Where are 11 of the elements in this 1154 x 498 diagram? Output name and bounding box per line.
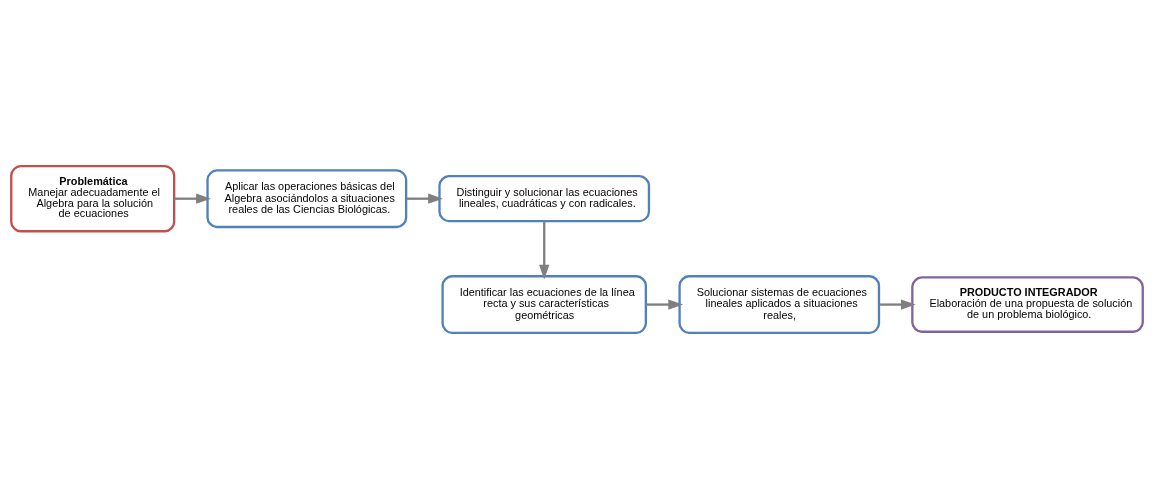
node-box: Problemática Manejar adecuadamente el Algebra para la solución de ecuaciones [10, 164, 176, 232]
node-box: Distinguir y solucionar las ecuaciones lineales, cuadráticas y con radicales. [438, 174, 651, 222]
arrow [406, 193, 443, 204]
arrow [174, 193, 211, 204]
arrow [879, 298, 916, 310]
node-box: PRODUCTO INTEGRADOR Elaboración de una propuesta de solución de un problema biológico. [911, 275, 1144, 333]
node-box: Solucionar sistemas de ecuaciones lineales aplicados a situaciones reales, [678, 274, 881, 334]
arrow [539, 220, 550, 279]
node-box: Identificar las ecuaciones de la línea recta y sus características geométricas [441, 274, 647, 334]
arrow [645, 298, 684, 310]
node-box: Aplicar las operaciones básicas del Algebra asociándolos a situaciones reales de las Ciencias Biológicas. [206, 168, 408, 228]
